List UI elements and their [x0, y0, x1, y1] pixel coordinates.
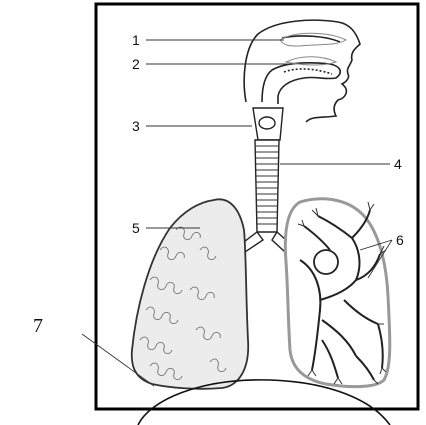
- label-7: 7: [33, 315, 43, 337]
- label-1: 1: [132, 32, 140, 48]
- bronchus-node: [314, 250, 338, 274]
- label-4: 4: [394, 156, 402, 172]
- label-3: 3: [132, 118, 140, 134]
- label-6: 6: [396, 232, 404, 248]
- label-2: 2: [132, 56, 140, 72]
- label-5: 5: [132, 220, 140, 236]
